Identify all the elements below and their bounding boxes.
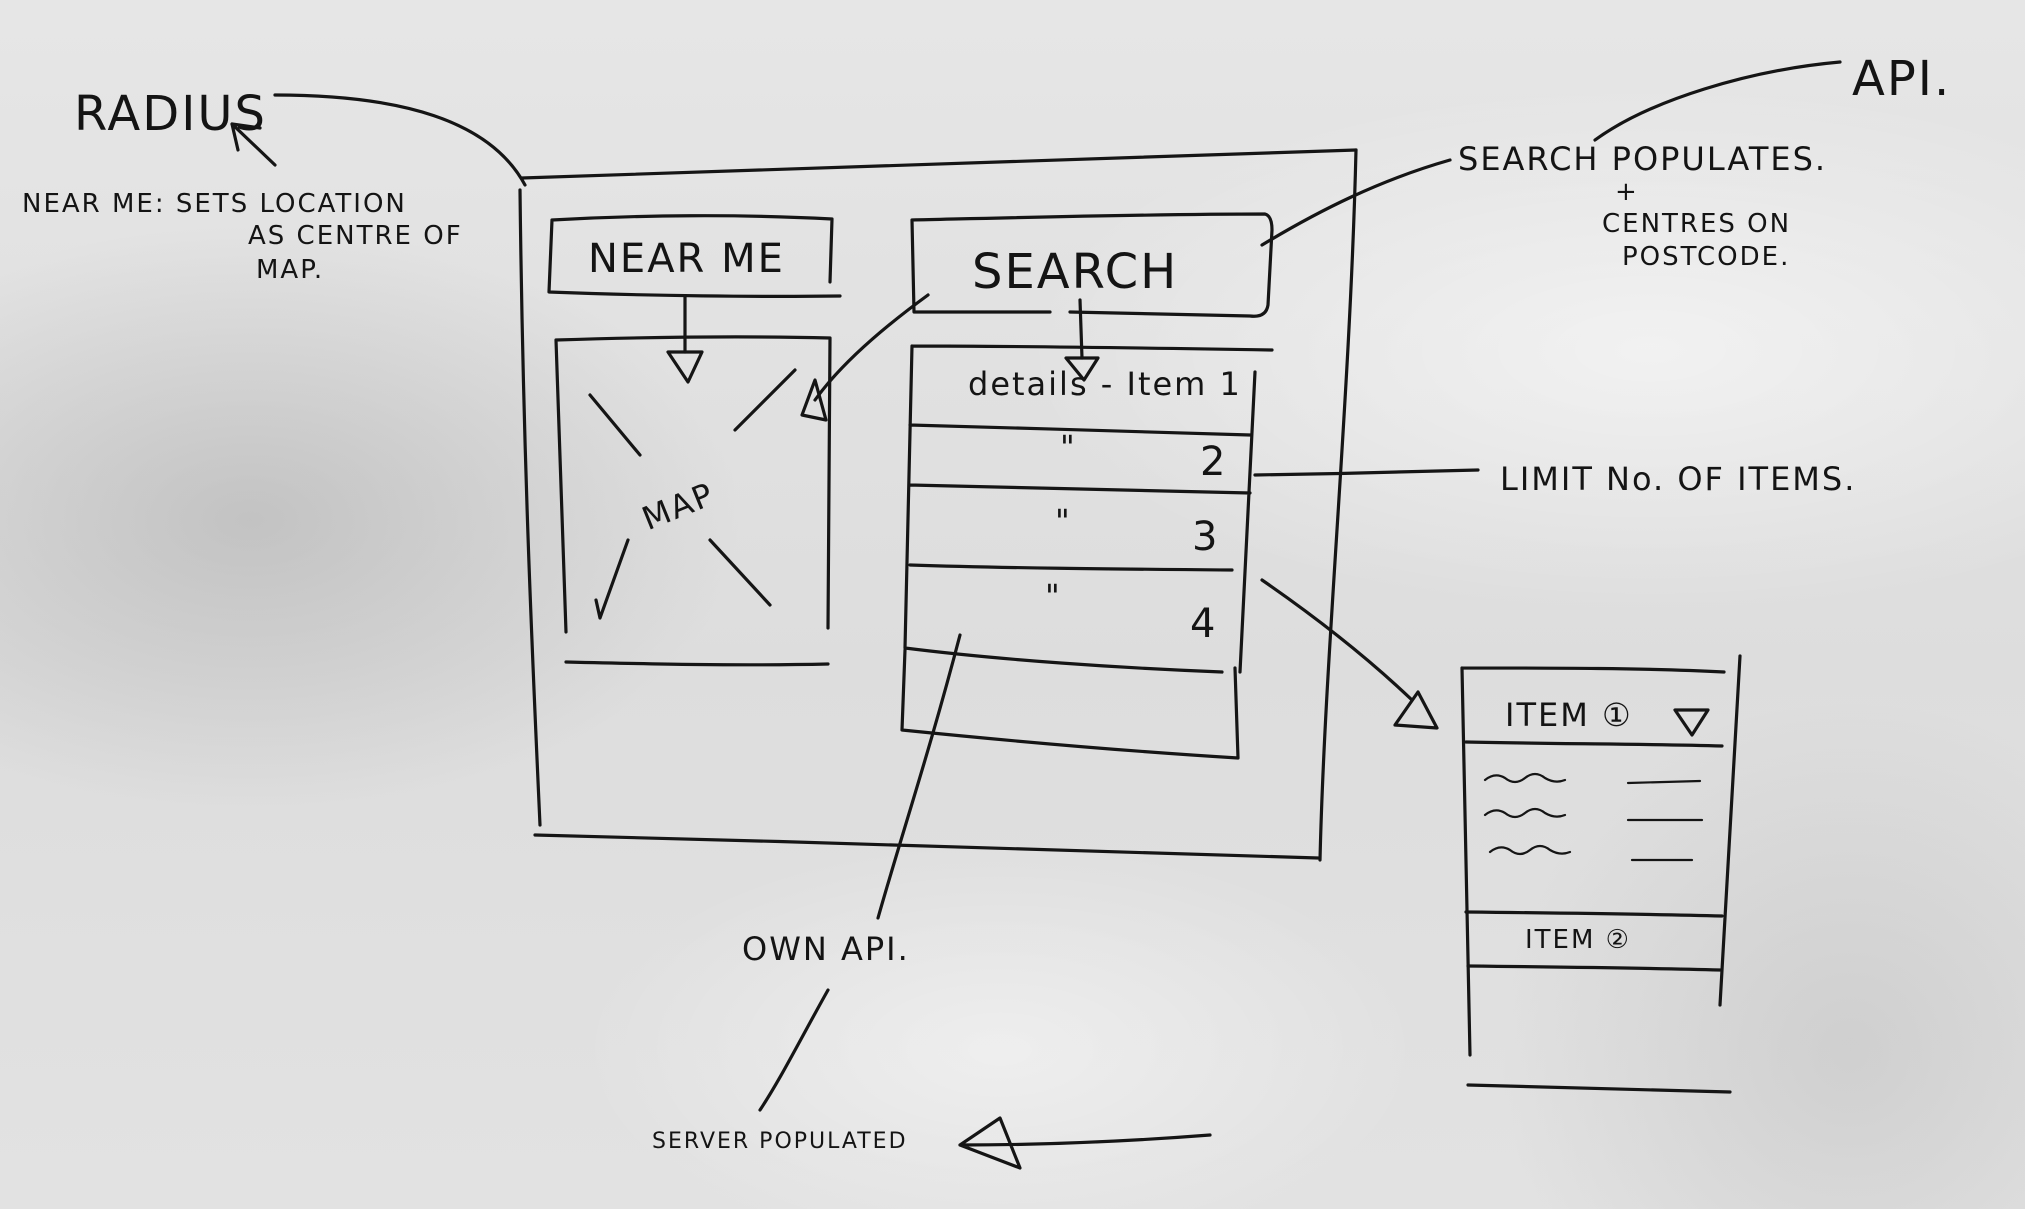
mobile-item-2-top-divider bbox=[1464, 910, 1724, 918]
search-arrow-line bbox=[1078, 298, 1084, 360]
mobile-frame bbox=[1460, 654, 1742, 1094]
mobile-item-1-dropdown-icon bbox=[1673, 708, 1710, 737]
mobile-item-2-label: ITEM ② bbox=[1525, 925, 1631, 955]
mobile-item-2-bottom-divider bbox=[1466, 964, 1722, 972]
result-row-4-ditto: " bbox=[1045, 577, 1062, 615]
map-label: MAP bbox=[637, 475, 721, 538]
api-connector bbox=[1593, 60, 1842, 142]
map-connector-arrow-head bbox=[800, 378, 828, 422]
frame-bottom-line bbox=[533, 833, 1320, 860]
result-row-2-ditto: " bbox=[1060, 428, 1077, 466]
frame-right-line bbox=[1318, 148, 1358, 862]
near-me-note-line-3: MAP. bbox=[256, 255, 324, 285]
result-row-1: details - Item 1 bbox=[968, 365, 1242, 403]
postcode-note: POSTCODE. bbox=[1622, 242, 1790, 272]
main-wireframe: NEAR ME MAP SEARCH details - Item 1 " 2 … bbox=[518, 148, 1358, 862]
frame-top-line bbox=[520, 148, 1358, 180]
api-note: API. bbox=[1852, 51, 1951, 107]
own-api-connector bbox=[876, 633, 962, 920]
mobile-squiggle-1 bbox=[1483, 772, 1567, 784]
near-me-note-line-2: AS CENTRE OF bbox=[248, 221, 463, 251]
results-list-box bbox=[903, 344, 1274, 674]
map-to-search-connector bbox=[813, 293, 930, 402]
search-arrow-head bbox=[1064, 356, 1100, 382]
own-api-note: OWN API. bbox=[742, 930, 910, 968]
map-cross-3 bbox=[594, 538, 630, 620]
radius-connector bbox=[273, 93, 527, 187]
mobile-connector-arrow-head bbox=[1393, 690, 1439, 730]
own-api-down-connector bbox=[758, 988, 830, 1112]
map-box bbox=[554, 335, 832, 667]
result-row-3-number: 3 bbox=[1192, 514, 1219, 560]
map-cross-2 bbox=[733, 368, 797, 432]
search-box bbox=[910, 212, 1274, 318]
annotations: RADIUS NEAR ME: SETS LOCATION AS CENTRE … bbox=[22, 51, 1951, 1170]
map-cross-1 bbox=[588, 393, 642, 457]
list-to-mobile-connector bbox=[1260, 578, 1414, 702]
mobile-item-1-label: ITEM ① bbox=[1505, 696, 1633, 734]
near-me-note-line-1: NEAR ME: SETS LOCATION bbox=[22, 189, 407, 219]
radius-note: RADIUS bbox=[74, 86, 267, 142]
mobile-wireframe: ITEM ① ITEM ② bbox=[1460, 654, 1742, 1094]
mobile-item-1-divider bbox=[1464, 740, 1724, 748]
near-me-button-label: NEAR ME bbox=[588, 236, 785, 282]
server-populated-note: SERVER POPULATED bbox=[652, 1129, 908, 1154]
near-me-button-box bbox=[547, 214, 842, 298]
radius-arrow bbox=[230, 122, 277, 167]
centres-on-note: CENTRES ON bbox=[1602, 209, 1791, 239]
server-arrow bbox=[958, 1116, 1212, 1170]
limit-items-connector bbox=[1253, 468, 1480, 477]
mobile-dash-1 bbox=[1626, 779, 1702, 785]
search-connector bbox=[1260, 158, 1452, 247]
search-box-label: SEARCH bbox=[972, 244, 1178, 300]
result-row-2-number: 2 bbox=[1200, 439, 1227, 485]
map-cross-4 bbox=[708, 538, 772, 607]
plus-note: + bbox=[1615, 177, 1639, 207]
frame-left-line bbox=[518, 188, 542, 827]
result-row-3-ditto: " bbox=[1055, 502, 1072, 540]
limit-items-note: LIMIT No. OF ITEMS. bbox=[1500, 460, 1856, 498]
near-me-arrow-head bbox=[666, 350, 704, 384]
mobile-squiggle-3 bbox=[1488, 844, 1572, 856]
list-footer-box bbox=[900, 648, 1240, 760]
mobile-squiggle-2 bbox=[1483, 807, 1567, 819]
result-row-4-number: 4 bbox=[1190, 601, 1217, 647]
search-populates-note: SEARCH POPULATES. bbox=[1458, 140, 1827, 178]
